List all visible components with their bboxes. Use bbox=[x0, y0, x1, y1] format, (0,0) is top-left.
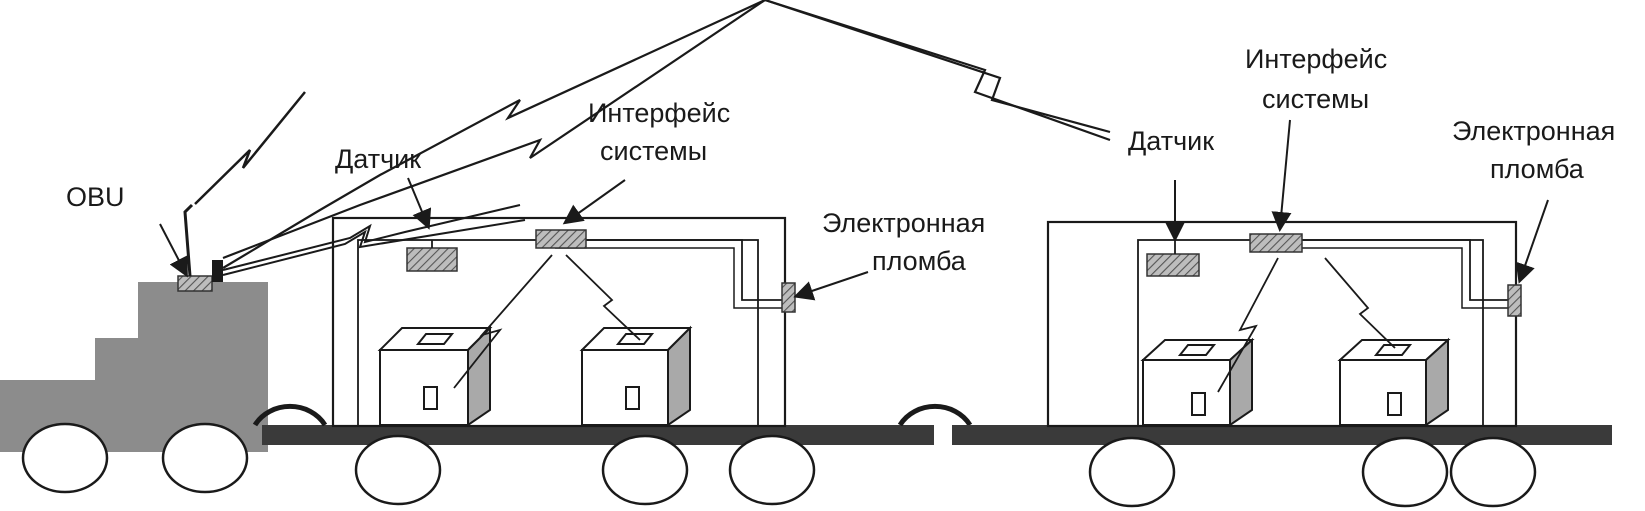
label-seal-1-line1: Электронная bbox=[822, 208, 985, 238]
truck-cab bbox=[0, 203, 268, 494]
cargo-tag-icon bbox=[423, 386, 438, 410]
label-obu: OBU bbox=[66, 182, 125, 212]
label-seal-2-line2: пломба bbox=[1490, 154, 1585, 184]
obu-to-interface-line bbox=[222, 219, 526, 276]
cargo-tag-icon bbox=[1387, 392, 1402, 416]
arrow-icon bbox=[793, 271, 869, 301]
trailer-wheel bbox=[354, 434, 442, 506]
obu-antenna bbox=[183, 203, 194, 277]
obu-reader bbox=[212, 260, 223, 282]
label-seal-1-line2: пломба bbox=[872, 246, 967, 276]
cargo-box bbox=[377, 325, 493, 427]
radio-link-line bbox=[764, 0, 1111, 134]
lightning-bolt-icon bbox=[453, 254, 553, 389]
lightning-bolt-icon bbox=[194, 91, 306, 205]
arrow-icon bbox=[562, 179, 626, 225]
radio-link-line bbox=[222, 0, 766, 269]
trailer-wheel bbox=[1088, 436, 1176, 508]
obu-to-sensor-line bbox=[222, 204, 521, 271]
electronic-seal bbox=[1507, 284, 1522, 317]
label-interface-1-line1: Интерфейс bbox=[588, 98, 730, 128]
cargo-tag-icon bbox=[1191, 392, 1206, 416]
seal-cable bbox=[1300, 247, 1508, 309]
obu-device bbox=[177, 275, 213, 292]
coupling-icon bbox=[252, 403, 328, 427]
lightning-bolt-icon bbox=[1324, 257, 1396, 349]
sensor-device bbox=[1146, 253, 1200, 277]
seal-cable bbox=[555, 239, 782, 301]
arrow-icon bbox=[407, 177, 432, 230]
arrow-icon bbox=[1515, 199, 1549, 284]
system-interface-device bbox=[1249, 233, 1303, 253]
arrow-icon bbox=[1271, 119, 1292, 232]
trailer-wheel bbox=[728, 434, 816, 506]
cargo-tag-icon bbox=[625, 386, 640, 410]
radio-link-line bbox=[222, 0, 766, 260]
lightning-bolt-icon bbox=[1217, 257, 1279, 393]
lightning-bolt-icon bbox=[565, 254, 641, 341]
radio-link-line bbox=[764, 0, 1111, 142]
label-interface-2-line1: Интерфейс bbox=[1245, 44, 1387, 74]
label-interface-2-line2: системы bbox=[1262, 84, 1369, 114]
cargo-box bbox=[579, 325, 693, 427]
trailer-2 bbox=[897, 220, 1612, 508]
trailer-wheel bbox=[1361, 436, 1449, 508]
truck-wheel bbox=[21, 422, 109, 494]
trailer-wheel bbox=[601, 434, 689, 506]
label-interface-1-line2: системы bbox=[600, 136, 707, 166]
label-sensor-1: Датчик bbox=[335, 144, 421, 174]
trailer-1-platform bbox=[262, 425, 934, 445]
label-sensor-2: Датчик bbox=[1128, 126, 1214, 156]
seal-cable bbox=[1300, 239, 1508, 301]
coupling-icon bbox=[897, 403, 973, 427]
trailer-1 bbox=[252, 216, 934, 506]
trailer-wheel bbox=[1449, 436, 1537, 508]
seal-cable bbox=[555, 247, 782, 309]
system-interface-device bbox=[535, 229, 587, 249]
arrow-icon bbox=[159, 223, 188, 278]
truck-wheel bbox=[161, 422, 249, 494]
cargo-box bbox=[1140, 337, 1255, 427]
sensor-device bbox=[406, 247, 458, 272]
cargo-box bbox=[1337, 337, 1451, 427]
label-seal-2-line1: Электронная bbox=[1452, 116, 1615, 146]
electronic-seal bbox=[781, 282, 796, 313]
